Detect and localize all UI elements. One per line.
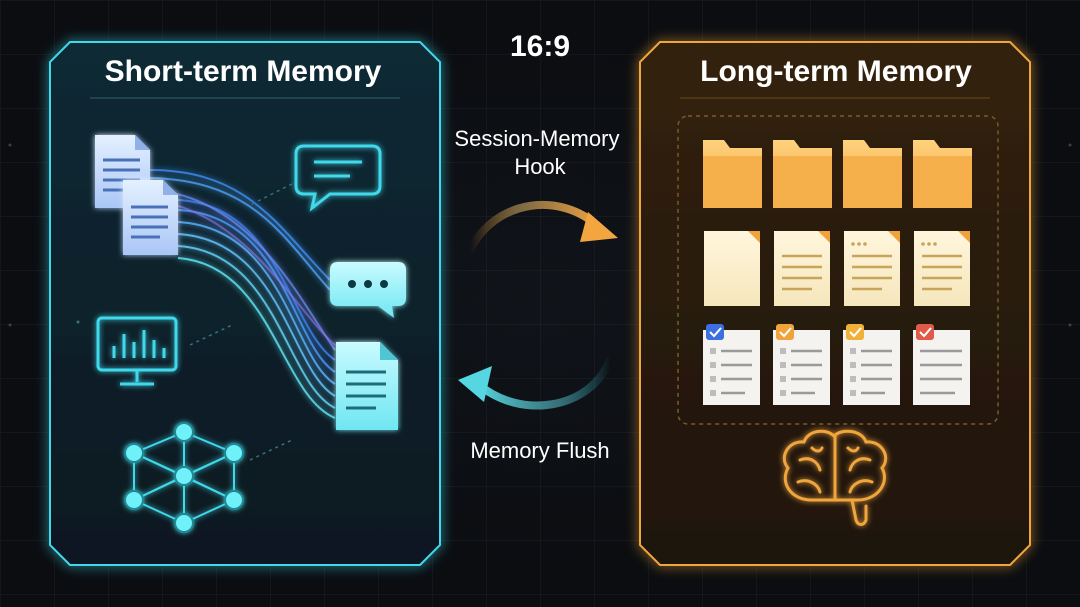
neural-network-icon xyxy=(124,422,244,533)
connector-line xyxy=(189,324,233,346)
arrow-to-long-term xyxy=(466,200,604,254)
data-streams xyxy=(149,169,336,419)
session-memory-hook-label-line1: Session-Memory xyxy=(454,126,619,151)
short-term-memory-panel: Short-term Memory xyxy=(49,41,441,566)
background-dots xyxy=(8,143,1072,327)
session-memory-hook-flow: Session-Memory Hook xyxy=(454,126,625,254)
chat-dots-icon xyxy=(330,262,406,318)
folder-icon xyxy=(913,140,972,208)
session-memory-hook-label: Session-Memory Hook xyxy=(454,126,625,179)
checklist-icon xyxy=(773,324,830,405)
long-term-memory-panel: Long-term Memory xyxy=(639,41,1031,566)
arrow-to-short-term xyxy=(474,356,614,410)
checklist-icon xyxy=(843,324,900,405)
connector-dot xyxy=(76,320,80,324)
note-row xyxy=(704,231,970,306)
monitor-chart-icon xyxy=(96,316,178,386)
connector-line xyxy=(249,183,293,206)
storage-area xyxy=(677,115,999,425)
brain-icon xyxy=(782,429,888,526)
ratio-label: 16:9 xyxy=(510,30,570,63)
note-icon xyxy=(914,231,970,306)
folder-icon xyxy=(843,140,902,208)
document-icon xyxy=(123,180,178,255)
memory-flush-flow: Memory Flush xyxy=(458,356,614,463)
folder-icon xyxy=(773,140,832,208)
arrow-head-to-short-term xyxy=(458,366,492,402)
checklist-row xyxy=(703,324,970,405)
folder-row xyxy=(703,140,972,208)
chat-bubble-icon xyxy=(294,144,382,212)
long-term-title: Long-term Memory xyxy=(700,55,972,88)
document-icon xyxy=(336,342,398,430)
arrow-head-to-long-term xyxy=(580,212,618,242)
note-icon xyxy=(774,231,830,306)
note-icon xyxy=(704,231,760,306)
short-term-title: Short-term Memory xyxy=(105,55,382,88)
checklist-icon xyxy=(913,324,970,405)
session-memory-hook-label-line2: Hook xyxy=(514,154,566,179)
checklist-icon xyxy=(703,324,760,405)
folder-icon xyxy=(703,140,762,208)
memory-flush-label: Memory Flush xyxy=(470,438,609,463)
note-icon xyxy=(844,231,900,306)
connector-line xyxy=(249,439,293,461)
